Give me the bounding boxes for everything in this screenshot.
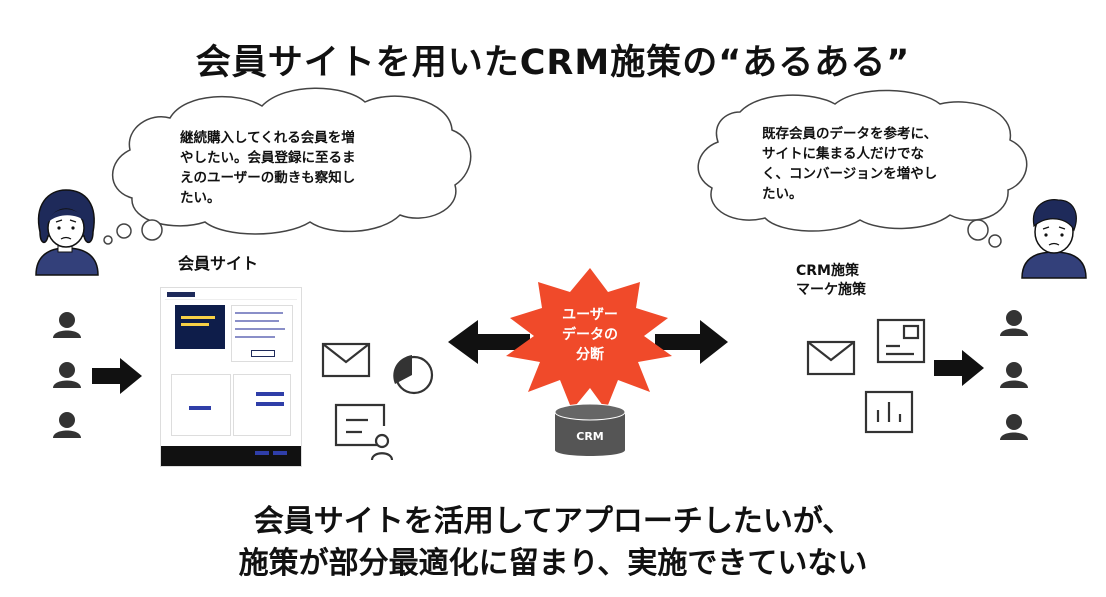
burst-text: ユーザー データの 分断 <box>540 305 640 365</box>
thought-line: 継続購入してくれる会員を増 <box>180 130 355 146</box>
left-thought-text: 継続購入してくれる会員を増 やしたい。会員登録に至るま えのユーザーの動きも察知… <box>180 128 410 208</box>
data-split-burst <box>506 268 672 410</box>
user-icon <box>53 412 81 438</box>
thought-line: サイトに集まる人だけでな <box>762 146 924 162</box>
burst-line: 分断 <box>576 347 604 363</box>
thought-line: たい。 <box>180 190 221 206</box>
crm-label-line: CRM施策 <box>796 263 859 279</box>
thought-line: く、コンバージョンを増やし <box>762 166 938 182</box>
bar-chart-icon <box>864 390 914 434</box>
thought-line: たい。 <box>762 186 803 202</box>
right-thought-cloud <box>697 89 1028 248</box>
postcard-icon <box>876 318 926 364</box>
thought-line: えのユーザーの動きも察知し <box>180 170 356 186</box>
arrow-left-icon <box>448 320 530 364</box>
user-icon <box>1000 362 1028 388</box>
mail-icon <box>806 340 856 376</box>
arrow-right-icon <box>92 358 142 394</box>
thought-line: 既存会員のデータを参考に、 <box>762 126 938 142</box>
member-site-thumbnail <box>161 288 301 466</box>
crm-database-icon <box>554 403 626 456</box>
user-icon <box>53 362 81 388</box>
burst-line: ユーザー <box>562 307 618 323</box>
worried-woman-illustration <box>35 189 99 276</box>
pie-chart-icon <box>393 355 434 395</box>
burst-line: データの <box>562 327 618 343</box>
crm-measures-label: CRM施策 マーケ施策 <box>796 262 866 300</box>
user-icon <box>53 312 81 338</box>
user-icon <box>1000 414 1028 440</box>
left-thought-cloud <box>103 87 472 245</box>
right-thought-text: 既存会員のデータを参考に、 サイトに集まる人だけでな く、コンバージョンを増やし… <box>762 124 992 204</box>
profile-card-icon <box>334 403 394 461</box>
thought-line: やしたい。会員登録に至るま <box>180 150 356 166</box>
right-user-icons <box>1000 310 1028 440</box>
page-title: 会員サイトを用いたCRM施策の“あるある” <box>195 43 911 83</box>
crm-label-line: マーケ施策 <box>796 282 866 298</box>
member-site-label: 会員サイト <box>178 254 259 273</box>
arrow-right-icon <box>934 350 984 386</box>
mail-icon <box>321 342 371 378</box>
arrow-right-icon <box>655 320 728 364</box>
left-user-icons <box>53 312 81 438</box>
crm-database-label: CRM <box>576 430 604 443</box>
worried-man-illustration <box>1021 199 1087 279</box>
user-icon <box>1000 310 1028 336</box>
footer-line: 施策が部分最適化に留まり、実施できていない <box>238 546 868 581</box>
footer-line: 会員サイトを活用してアプローチしたいが、 <box>253 504 853 539</box>
